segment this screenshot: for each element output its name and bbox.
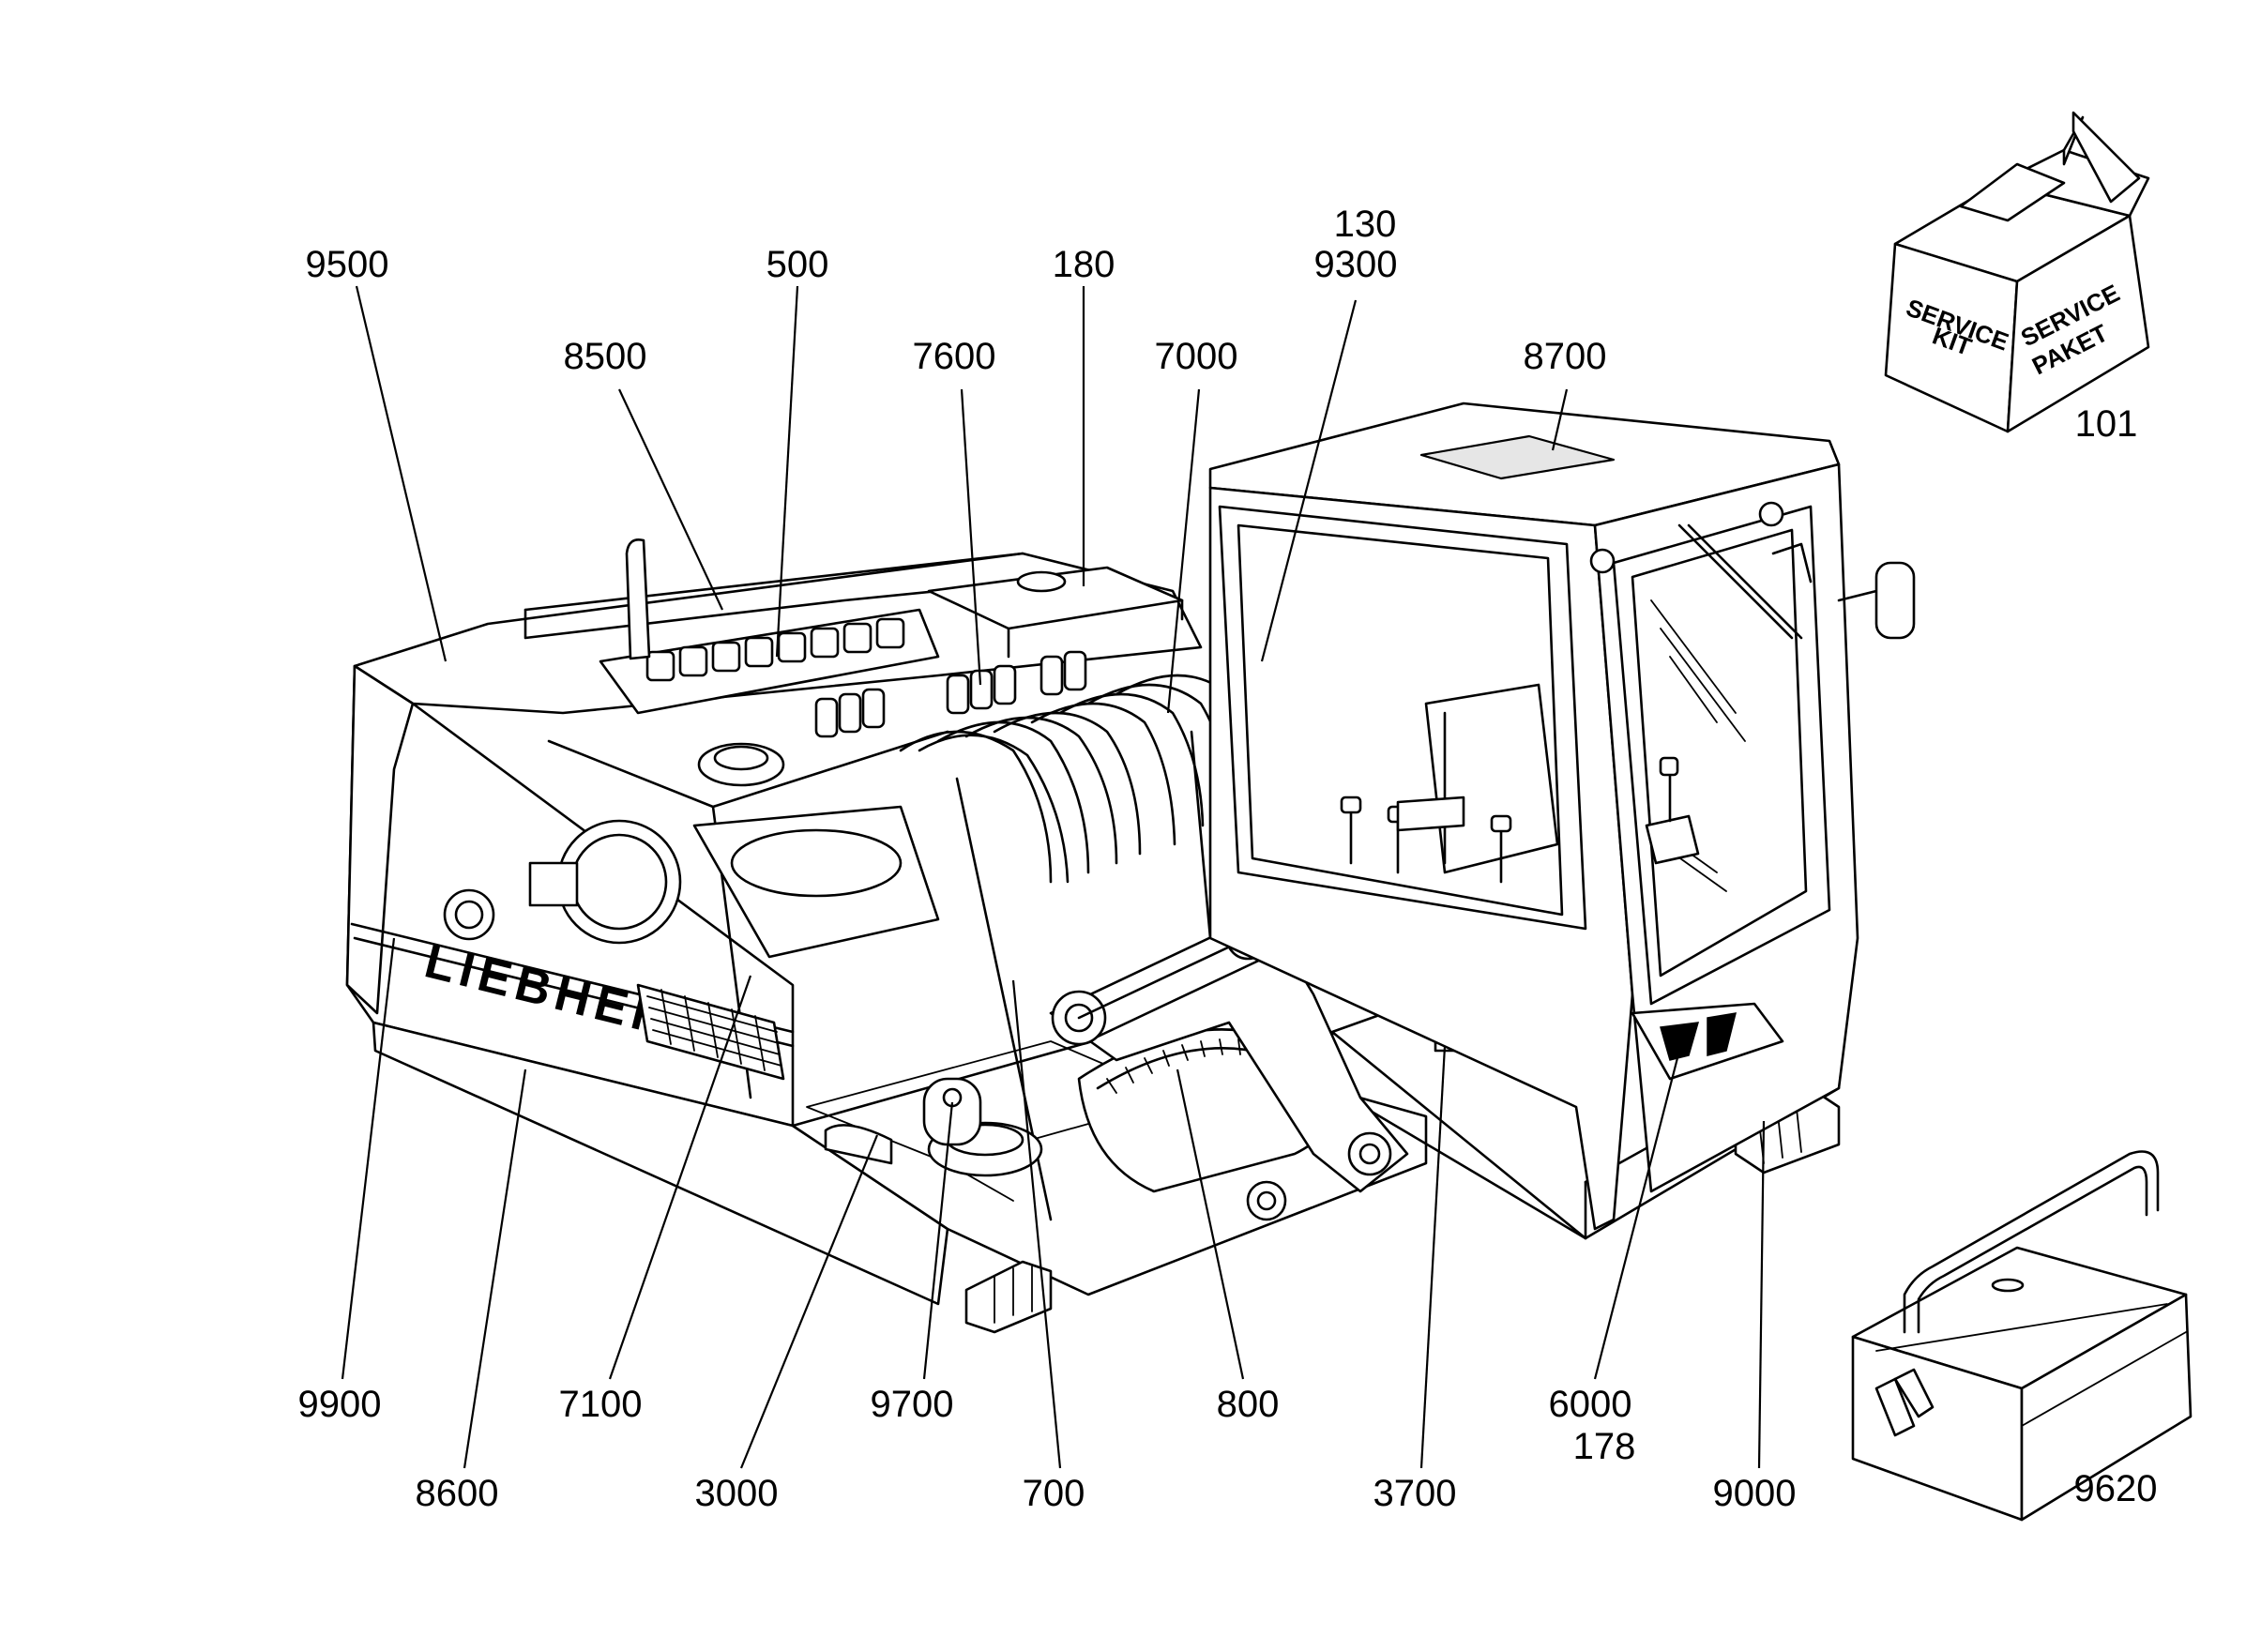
- callout-9300: 9300: [1314, 244, 1398, 285]
- toolbox: [1851, 1150, 2193, 1522]
- callout-700: 700: [1023, 1473, 1085, 1514]
- callout-8600: 8600: [416, 1473, 499, 1514]
- callout-7000: 7000: [1155, 336, 1238, 377]
- ventilation-grille: [636, 983, 785, 1081]
- callout-7600: 7600: [913, 336, 996, 377]
- leader-lines: [341, 285, 1766, 1469]
- hydraulic-hoses: [814, 650, 1259, 884]
- engine-block: [443, 538, 940, 959]
- callout-3700: 3700: [1373, 1473, 1457, 1514]
- callout-6000: 6000: [1549, 1384, 1632, 1425]
- callout-7100: 7100: [559, 1384, 643, 1425]
- callout-3000: 3000: [695, 1473, 779, 1514]
- callout-9900: 9900: [298, 1384, 382, 1425]
- callout-labels: 9500 500 180 130 9300 8500 7600 7000 870…: [298, 204, 2158, 1514]
- callout-101: 101: [2075, 403, 2138, 445]
- callout-9000: 9000: [1713, 1473, 1797, 1514]
- callout-9620: 9620: [2074, 1468, 2158, 1509]
- callout-130: 130: [1334, 204, 1397, 245]
- callout-9700: 9700: [871, 1384, 954, 1425]
- callout-8700: 8700: [1524, 336, 1607, 377]
- callout-178: 178: [1573, 1426, 1636, 1467]
- operator-cab: [1208, 402, 1916, 1231]
- callout-9500: 9500: [306, 244, 389, 285]
- callout-8500: 8500: [564, 336, 647, 377]
- callout-500: 500: [766, 244, 829, 285]
- callout-800: 800: [1217, 1384, 1280, 1425]
- hydraulic-tank: [927, 566, 1184, 659]
- callout-180: 180: [1053, 244, 1115, 285]
- service-kit-box: SERVICE KIT SERVICE PAKET: [1884, 111, 2150, 433]
